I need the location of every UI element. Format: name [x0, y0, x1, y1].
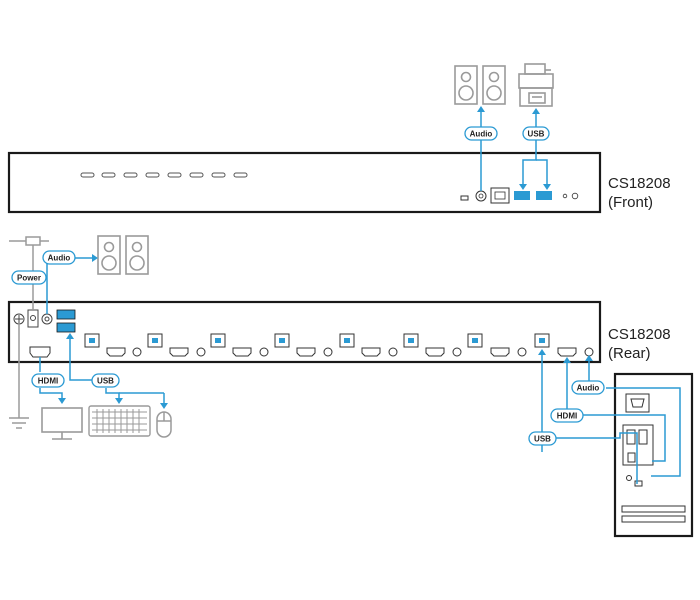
rear-device-label: CS18208 (Rear): [608, 325, 671, 363]
front-lan-port: [490, 187, 510, 204]
tag-front-audio-label: Audio: [470, 130, 493, 139]
tag-pc-hdmi-label: HDMI: [557, 412, 577, 421]
front-view-name: (Front): [608, 194, 653, 211]
front-panel: [7, 151, 602, 214]
tag-pc-usb-label: USB: [534, 435, 551, 444]
rear-model-name: CS18208: [608, 326, 671, 343]
kvm-port-group-1: [84, 333, 142, 357]
speakers-icon: [454, 65, 506, 105]
kvm-port-group-3: [210, 333, 269, 357]
power-adapter-icon: [9, 236, 49, 246]
front-small-switch: [460, 195, 469, 201]
keyboard-icon: [88, 405, 151, 437]
right-cables: [541, 351, 681, 484]
printer-icon: [518, 63, 554, 107]
kvm-port-group-5: [339, 333, 398, 357]
tag-front-usb-label: USB: [528, 130, 545, 139]
tag-front-usb: USB: [522, 126, 550, 141]
rear-power-jack: [27, 309, 39, 328]
kvm-port-group-7: [467, 333, 527, 357]
rear-console-hdmi-port: [29, 346, 51, 358]
front-led: [562, 193, 568, 199]
tag-console-usb-label: USB: [97, 377, 114, 386]
tag-pc-hdmi: HDMI: [550, 408, 584, 423]
front-usb-port-1: [514, 191, 530, 200]
rear-console-usb-ports: [56, 309, 76, 333]
computer-tower-icon: [613, 372, 694, 538]
rear-audio-jack: [41, 313, 53, 325]
front-usb-port-2: [536, 191, 552, 200]
kvm-port-group-2: [147, 333, 206, 357]
rear-view-name: (Rear): [608, 345, 651, 362]
front-arrows: [477, 106, 551, 190]
front-audio-jack: [475, 190, 487, 202]
tag-console-hdmi-label: HDMI: [38, 377, 58, 386]
rear-ground-screw: [13, 313, 25, 325]
ground-icon: [9, 417, 29, 429]
front-device-label: CS18208 (Front): [608, 174, 671, 212]
rear-panel: [7, 300, 602, 364]
tag-front-audio: Audio: [464, 126, 498, 141]
rear-speakers-icon: [97, 235, 149, 275]
tag-rear-audio: Audio: [42, 250, 76, 265]
kvm-port-group-4: [274, 333, 333, 357]
tag-console-usb: USB: [91, 373, 120, 388]
mouse-icon: [156, 411, 172, 438]
left-arrows: [58, 254, 168, 409]
tag-console-hdmi: HDMI: [31, 373, 65, 388]
front-reset-button: [571, 192, 579, 200]
kvm-port-group-6: [403, 333, 462, 357]
tag-power: Power: [11, 270, 47, 285]
tag-pc-audio: Audio: [571, 380, 605, 395]
monitor-icon: [41, 407, 83, 440]
front-model-name: CS18208: [608, 175, 671, 192]
tag-rear-audio-label: Audio: [48, 254, 71, 263]
tag-power-label: Power: [17, 274, 41, 283]
right-arrows: [538, 349, 593, 363]
tag-pc-usb: USB: [528, 431, 557, 446]
tag-pc-audio-label: Audio: [577, 384, 600, 393]
front-cables: [480, 110, 548, 191]
front-led-indicators: [80, 172, 248, 178]
